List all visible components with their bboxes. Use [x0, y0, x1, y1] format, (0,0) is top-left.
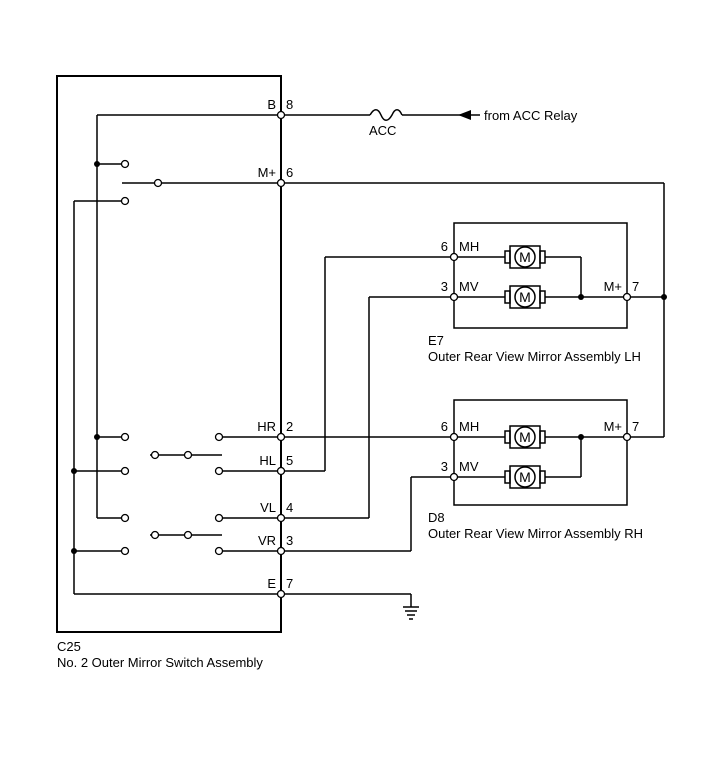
switch-assembly-name: No. 2 Outer Mirror Switch Assembly: [57, 655, 263, 670]
switch-contacts: [120, 159, 224, 556]
mirror-lh: M M: [449, 222, 632, 329]
lh-pin-name-mh: MH: [459, 239, 479, 254]
motor-lh-h: M: [504, 245, 546, 269]
switch-assembly-code: C25: [57, 639, 81, 654]
mirror-lh-box: [453, 222, 628, 329]
pin-name-b: B: [267, 97, 276, 112]
pin-num-mplus: 6: [286, 165, 293, 180]
motor-label: M: [519, 289, 531, 305]
mirror-rh: M M: [449, 399, 632, 506]
motor-label: M: [519, 249, 531, 265]
pin-name-hr: HR: [257, 419, 276, 434]
lh-pin-num-mh: 6: [441, 239, 448, 254]
pin-name-mplus: M+: [258, 165, 276, 180]
pin-num-b: 8: [286, 97, 293, 112]
mirror-rh-box: [453, 399, 628, 506]
lh-pin-name-mv: MV: [459, 279, 479, 294]
pin-name-vr: VR: [258, 533, 276, 548]
rh-pin-name-mplus: M+: [604, 419, 622, 434]
mirror-rh-code: D8: [428, 510, 445, 525]
pin-name-hl: HL: [259, 453, 276, 468]
mirror-lh-code: E7: [428, 333, 444, 348]
source-label: from ACC Relay: [484, 108, 578, 123]
rh-pin-num-mv: 3: [441, 459, 448, 474]
pin-num-hl: 5: [286, 453, 293, 468]
rh-pin-name-mh: MH: [459, 419, 479, 434]
pin-num-e: 7: [286, 576, 293, 591]
lh-pin-num-mplus: 7: [632, 279, 639, 294]
fuse-label: ACC: [369, 123, 396, 138]
lh-pin-num-mv: 3: [441, 279, 448, 294]
motor-label: M: [519, 469, 531, 485]
rh-pin-name-mv: MV: [459, 459, 479, 474]
mirror-rh-name: Outer Rear View Mirror Assembly RH: [428, 526, 643, 541]
pin-name-e: E: [267, 576, 276, 591]
motor-rh-v: M: [504, 465, 546, 489]
pin-num-vl: 4: [286, 500, 293, 515]
pin-num-hr: 2: [286, 419, 293, 434]
rh-pin-num-mplus: 7: [632, 419, 639, 434]
motor-rh-h: M: [504, 425, 546, 449]
pin-num-vr: 3: [286, 533, 293, 548]
wires: [73, 109, 665, 620]
motor-lh-v: M: [504, 285, 546, 309]
pin-name-vl: VL: [260, 500, 276, 515]
motor-label: M: [519, 429, 531, 445]
mirror-lh-name: Outer Rear View Mirror Assembly LH: [428, 349, 641, 364]
switch-terminals: [276, 110, 286, 599]
lh-pin-name-mplus: M+: [604, 279, 622, 294]
acc-arrow-icon: [458, 110, 471, 120]
switch-assembly-box: [56, 75, 282, 633]
rh-pin-num-mh: 6: [441, 419, 448, 434]
